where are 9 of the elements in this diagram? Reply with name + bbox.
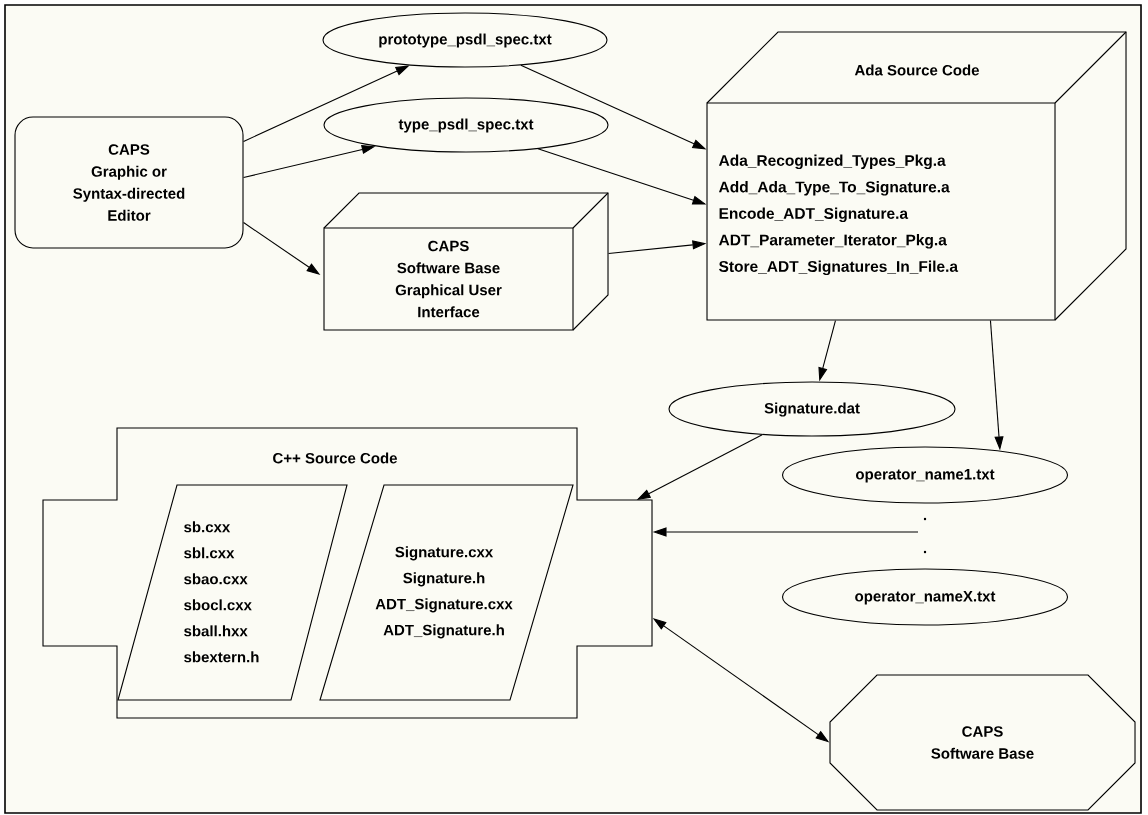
parallelogram: sb.cxx sbl.cxx sbao.cxx sbocl.cxx sball.hxx sbextern.h [117,484,348,701]
box-3d: CAPS Software Base Graphical User Interface [323,192,609,331]
octagon: CAPS Software Base [829,674,1136,811]
ellipsis-dot: . [923,517,927,521]
editor-box: CAPS Graphic or Syntax-directed Editor [14,116,244,249]
parallelogram: Signature.cxx Signature.h ADT_Signature.cxx ADT_Signature.h [319,484,574,701]
node-label: Ada Source Code [854,64,979,76]
ellipsis-dot: . [923,550,927,554]
cube: Ada Source Code Ada_Recognized_Types_Pkg.a Add_Ada_Type_To_Signature.a Encode_ADT_Signature.a ADT_Parameter_Iterator_Pkg.a Store_ADT_Signatures_In_File.a [706,31,1127,321]
